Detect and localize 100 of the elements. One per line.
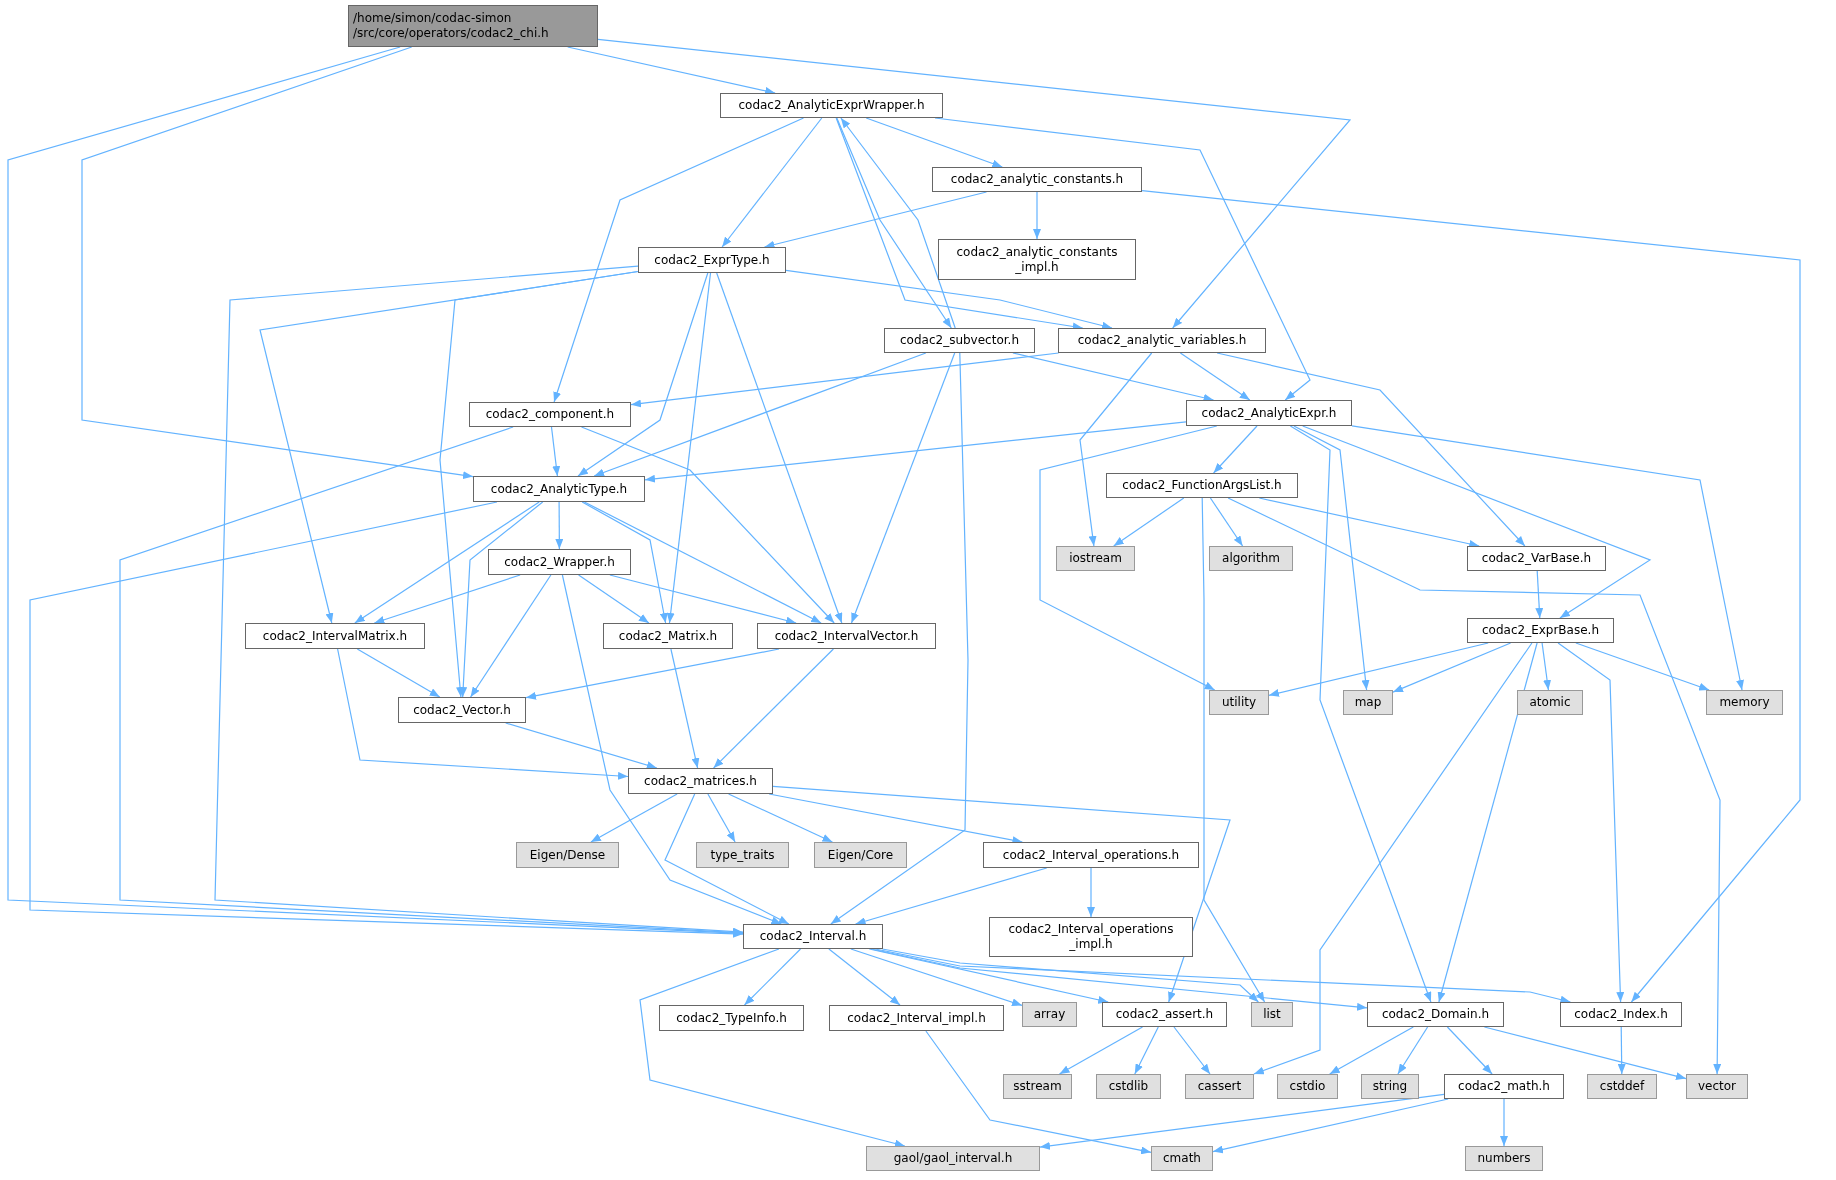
file-name: codac2_assert.h — [1115, 1007, 1214, 1022]
arrow — [1039, 1093, 1445, 1150]
file-name: codac2_IntervalVector.h — [774, 628, 919, 644]
file-name: codac2_analytic_constants.h — [950, 172, 1124, 187]
arrow — [713, 648, 834, 769]
file-box — [1560, 1002, 1682, 1027]
arrow — [644, 421, 1187, 483]
file-name: codac2_subvector.h — [900, 333, 1019, 348]
arrow — [1012, 352, 1215, 402]
header-box — [1277, 1074, 1338, 1099]
arrow — [439, 270, 639, 698]
arrow — [1557, 642, 1625, 1003]
file-name: type_traits — [710, 847, 775, 863]
file-box — [659, 1005, 804, 1031]
arrow — [583, 501, 822, 624]
arrow — [1535, 570, 1544, 619]
file-name: cstddef — [1599, 1079, 1645, 1094]
header-box — [1022, 1002, 1077, 1027]
arrow — [763, 191, 988, 249]
file-name: codac2_Index.h — [1574, 1007, 1668, 1022]
arrow — [1541, 642, 1552, 691]
file-box — [1467, 618, 1614, 643]
file-name: codac2_Interval_impl.h — [847, 1010, 986, 1026]
file-name: numbers — [1477, 1151, 1531, 1166]
file-name: atomic — [1529, 695, 1571, 710]
arrow — [828, 948, 901, 1006]
file-box — [884, 328, 1035, 353]
file-box — [720, 93, 943, 118]
arrow — [728, 793, 833, 843]
arrow — [1446, 1026, 1493, 1075]
arrow — [81, 46, 474, 480]
arrow — [1141, 190, 1801, 1003]
file-name: codac2_TypeInfo.h — [676, 1010, 787, 1026]
file-name: map — [1354, 695, 1382, 710]
arrow — [1087, 867, 1095, 918]
arrow — [337, 648, 629, 780]
header-box — [1465, 1146, 1543, 1171]
file-name: codac2_AnalyticType.h — [490, 481, 628, 497]
file-name: codac2_component.h — [485, 407, 615, 422]
arrow — [1500, 1098, 1508, 1147]
arrow — [664, 793, 790, 925]
file-box — [638, 247, 786, 273]
file-name: vector — [1697, 1079, 1737, 1094]
file-box — [1058, 328, 1266, 353]
arrow — [555, 501, 564, 550]
file-name: Eigen/Core — [827, 847, 894, 863]
arrow — [830, 352, 969, 925]
header-box — [1706, 690, 1783, 715]
arrow — [855, 867, 1048, 926]
file-box — [983, 842, 1199, 868]
file-name: /home/simon/codac-simon /src/core/operators/codac2_chi.h — [353, 11, 550, 41]
file-box — [932, 167, 1142, 192]
arrow — [505, 722, 658, 769]
file-name: memory — [1719, 695, 1770, 710]
file-name: gaol/gaol_interval.h — [893, 1151, 1013, 1166]
arrow — [29, 501, 744, 938]
file-box — [1106, 473, 1298, 498]
arrow — [459, 501, 544, 698]
arrow — [567, 46, 776, 95]
file-name: codac2_Interval_operations.h — [1002, 847, 1180, 863]
file-name: algorithm — [1222, 551, 1280, 566]
file-box — [989, 917, 1193, 957]
header-box — [348, 5, 598, 47]
file-name: sstream — [1013, 1079, 1062, 1094]
file-name: codac2_AnalyticExprWrapper.h — [738, 98, 925, 113]
file-name: codac2_matrices.h — [644, 773, 757, 789]
file-name: codac2_AnalyticExpr.h — [1201, 405, 1337, 421]
header-box — [696, 842, 789, 868]
arrow — [1483, 1026, 1687, 1080]
arrow — [772, 785, 1231, 1003]
arrow — [630, 352, 1060, 408]
arrow — [1079, 352, 1153, 547]
file-name: iostream — [1069, 551, 1122, 566]
arrow — [1617, 1026, 1626, 1075]
file-name: codac2_analytic_variables.h — [1077, 333, 1247, 348]
header-box — [1587, 1074, 1657, 1099]
file-name: codac2_Matrix.h — [618, 628, 718, 644]
file-box — [473, 476, 645, 502]
arrow — [925, 1030, 1152, 1155]
header-box — [1251, 1002, 1293, 1027]
header-box — [1151, 1146, 1213, 1171]
arrow — [578, 574, 650, 624]
header-box — [1185, 1074, 1254, 1099]
file-name: cassert — [1197, 1079, 1242, 1094]
arrow — [881, 948, 1259, 1003]
arrow — [1437, 642, 1538, 1003]
arrow — [1227, 497, 1722, 1075]
arrow — [609, 574, 797, 625]
arrow — [356, 648, 441, 698]
arrow — [1213, 425, 1258, 474]
header-box — [1517, 690, 1583, 715]
file-name: list — [1263, 1007, 1281, 1022]
arrow — [1253, 642, 1533, 1075]
arrow — [354, 501, 540, 624]
file-box — [1102, 1002, 1227, 1027]
header-box — [1209, 690, 1269, 715]
arrow — [550, 426, 561, 477]
arrow — [580, 426, 835, 624]
arrow — [525, 648, 780, 700]
arrow — [1173, 1026, 1211, 1075]
